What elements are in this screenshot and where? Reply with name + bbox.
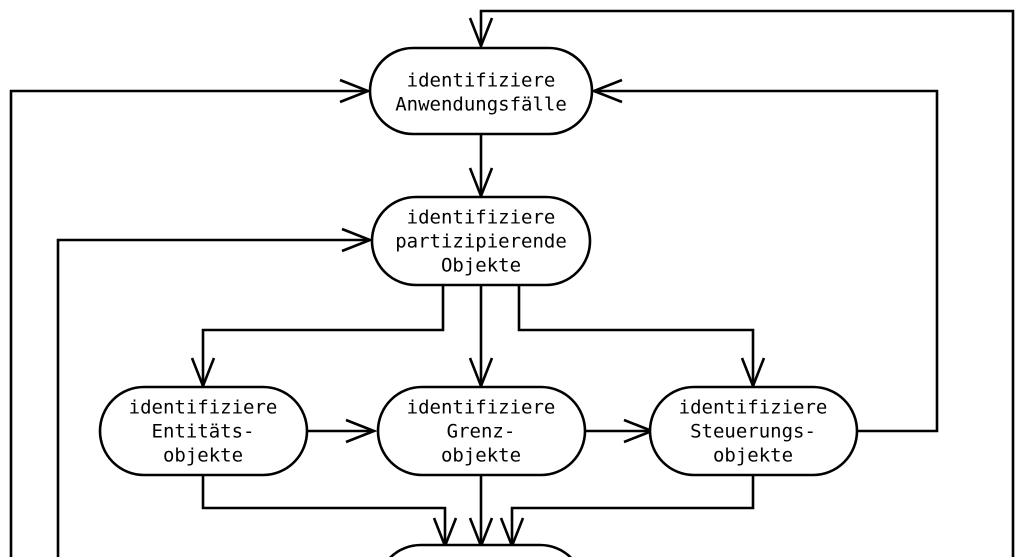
node-grenzobjekte[interactable]: identifiziere Grenz- objekte: [376, 385, 587, 477]
node-grenz-line1: identifiziere: [407, 397, 556, 419]
edge-outer-left-feedback-to-anwendungsfaelle: [9, 78, 372, 557]
edge-steuerungs-to-bottom: [499, 474, 755, 550]
node-steuerungs-line2: Steuerungs-: [690, 421, 816, 443]
edge-steuerungs-feedback-to-anwendungsfaelle: [590, 78, 939, 433]
node-anwendungsfaelle[interactable]: identifiziere Anwendungsfälle: [368, 46, 594, 136]
node-anwendungsfaelle-line1: identifiziere: [407, 70, 556, 92]
node-entitaets-line2: Entitäts-: [152, 421, 255, 443]
edge-partizipierende-to-grenz: [468, 285, 494, 390]
edge-partizipierende-to-steuerungs: [517, 285, 766, 390]
node-entitaets-line1: identifiziere: [129, 397, 278, 419]
edge-outer-left-feedback-to-partizipierende: [56, 227, 374, 557]
edge-entitaets-to-grenz: [303, 418, 378, 444]
node-partizipierende-objekte[interactable]: identifiziere partizipierende Objekte: [370, 195, 592, 287]
node-grenz-line3: objekte: [441, 445, 521, 467]
node-entitaetsobjekte[interactable]: identifiziere Entitäts- objekte: [98, 385, 309, 477]
edge-outer-top-feedback-to-anwendungsfaelle: [468, 9, 1015, 557]
node-partizipierende-line1: identifiziere: [407, 207, 556, 229]
edge-grenz-to-steuerungs: [585, 418, 656, 444]
node-partizipierende-line3: Objekte: [441, 255, 521, 277]
node-anwendungsfaelle-line2: Anwendungsfälle: [395, 94, 567, 116]
edge-anwendungsfaelle-to-partizipierende: [468, 134, 494, 200]
node-grenz-line2: Grenz-: [447, 421, 516, 443]
node-steuerungs-line1: identifiziere: [679, 397, 828, 419]
edge-entitaets-to-bottom: [201, 474, 458, 550]
node-steuerungs-line3: objekte: [713, 445, 793, 467]
edge-partizipierende-to-entitaets: [190, 285, 445, 390]
node-entitaets-line3: objekte: [163, 445, 243, 467]
node-steuerungsobjekte[interactable]: identifiziere Steuerungs- objekte: [648, 385, 859, 477]
node-bottom-partial[interactable]: [377, 543, 584, 557]
edge-grenz-to-bottom: [468, 474, 494, 550]
node-partizipierende-line2: partizipierende: [395, 231, 567, 253]
